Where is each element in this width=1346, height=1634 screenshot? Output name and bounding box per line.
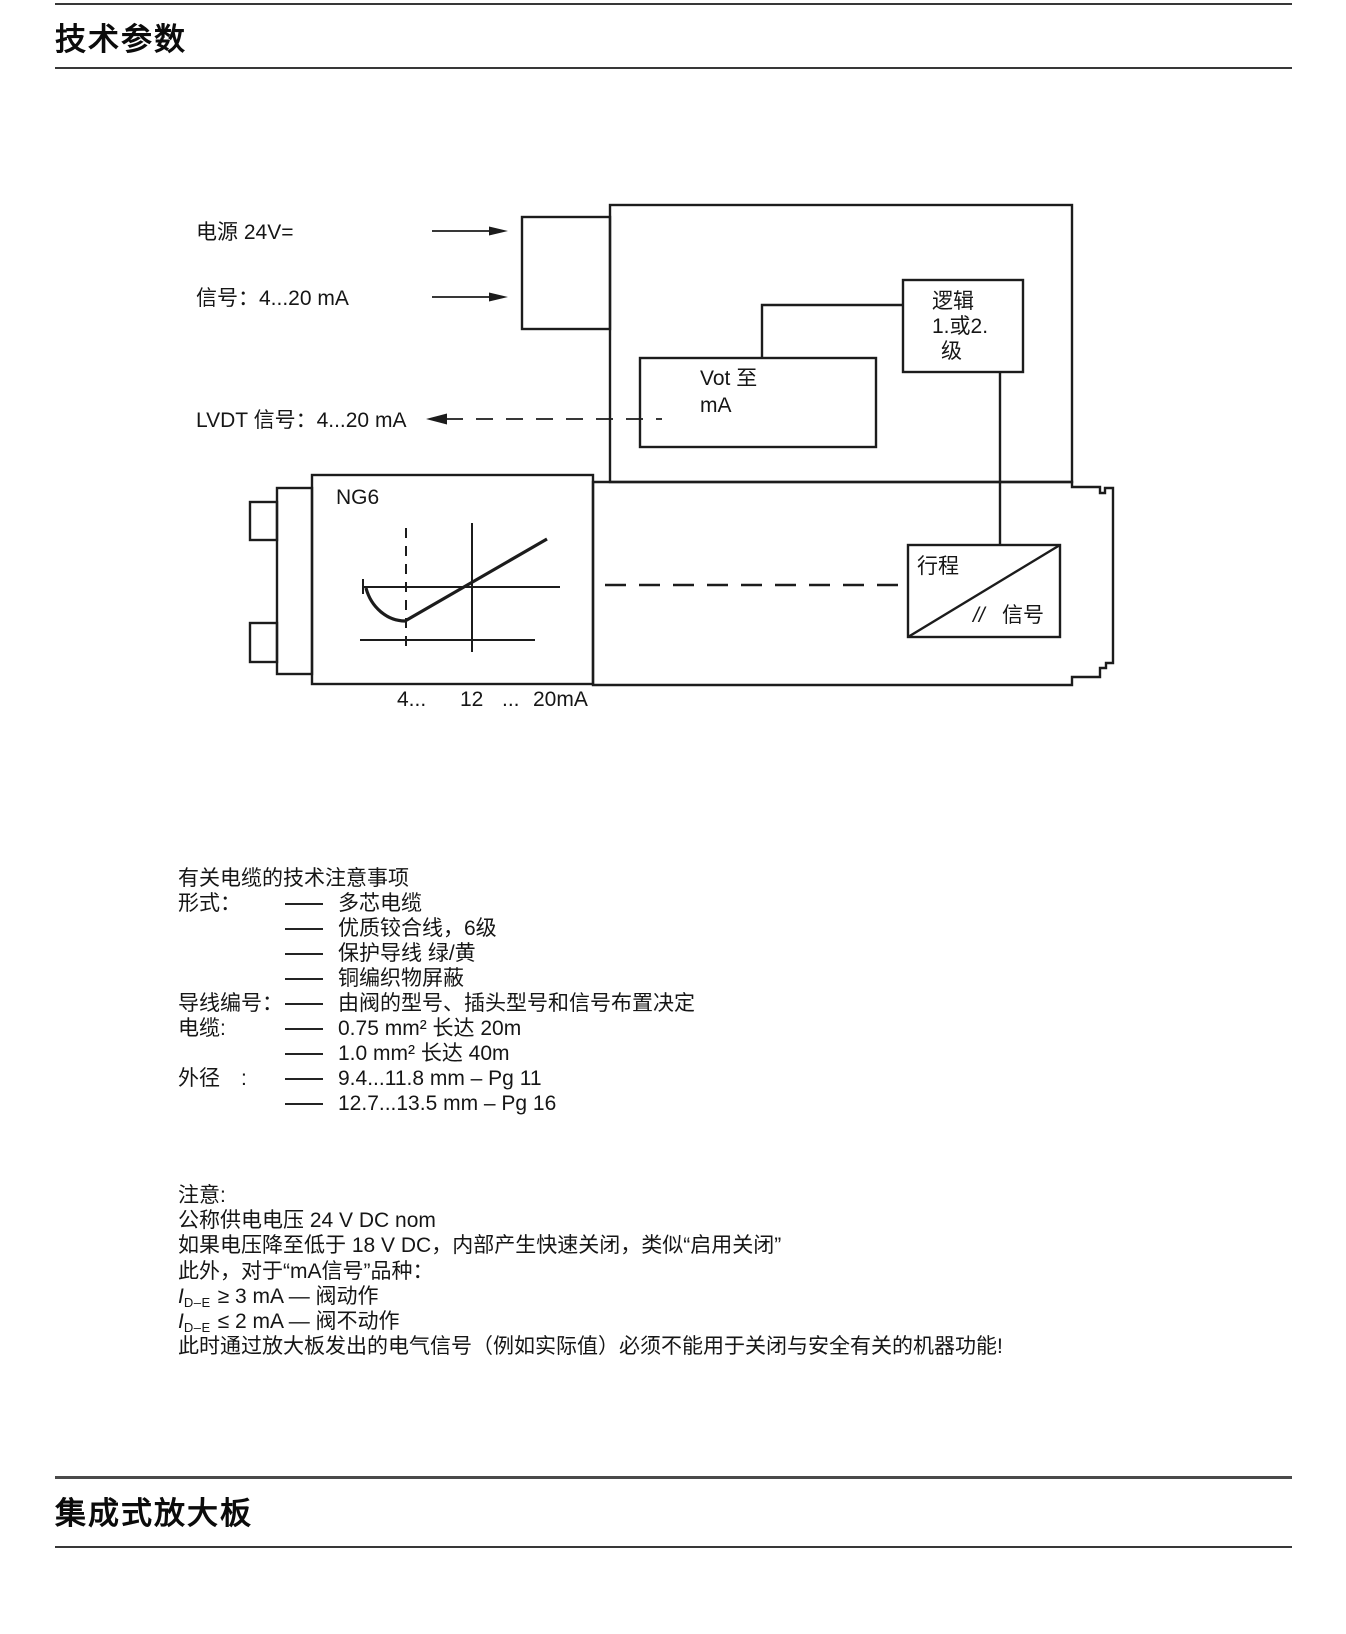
signal-label: 信号：4...20 mA	[196, 287, 349, 310]
logic-link-line	[760, 303, 903, 358]
double-slash-symbol: //	[971, 604, 987, 627]
axis-tick-20ma: 20mA	[533, 688, 588, 711]
amplifier-box	[608, 203, 1074, 484]
vot-to-ma-box	[638, 356, 878, 449]
power-label: 电源 24V=	[196, 221, 293, 244]
cable-row-value: 由阀的型号、插头型号和信号布置决定	[338, 992, 695, 1015]
dash-line	[285, 1027, 323, 1030]
cable-row-value: 保护导线 绿/黄	[338, 942, 476, 965]
dash-line	[285, 902, 323, 905]
cable-row-label: 形式：	[178, 892, 241, 915]
note-line: 此时通过放大板发出的电气信号（例如实际值）必须不能用于关闭与安全有关的机器功能!	[178, 1335, 1003, 1359]
cable-row-label: 外径 :	[178, 1067, 247, 1090]
cable-row-value: 9.4...11.8 mm – Pg 11	[338, 1067, 542, 1090]
current-threshold-line: ID–E ≤ 2 mA — 阀不动作	[178, 1309, 1003, 1335]
cable-row: 优质铰合线，6级	[178, 916, 695, 941]
dash-line	[285, 977, 323, 980]
dash-line	[285, 1102, 323, 1105]
cable-row: 电缆: 0.75 mm² 长达 20m	[178, 1016, 695, 1041]
cable-row-value: 多芯电缆	[338, 892, 422, 915]
axis-tick-4: 4...	[397, 688, 426, 711]
connector-pin-top	[248, 500, 279, 542]
axis-tick-12: 12	[460, 688, 483, 711]
power-arrow-head	[489, 226, 508, 236]
note-line: 如果电压降至低于 18 V DC，内部产生快速关闭，类似“启用关闭”	[178, 1234, 782, 1258]
lvdt-label: LVDT 信号：4...20 mA	[196, 409, 406, 432]
connector-strip	[275, 486, 314, 676]
cable-row: 形式： 多芯电缆	[178, 891, 695, 916]
plug-box	[520, 215, 612, 331]
threshold-text: ≥ 3 mA — 阀动作	[217, 1284, 379, 1308]
current-symbol: I	[178, 1284, 184, 1308]
current-symbol: I	[178, 1309, 184, 1333]
cable-row-value: 1.0 mm² 长达 40m	[338, 1042, 510, 1065]
cable-row: 铜编织物屏蔽	[178, 966, 695, 991]
current-subscript: D–E	[183, 1294, 211, 1310]
cable-notes-heading: 有关电缆的技术注意事项	[178, 867, 409, 890]
signal-arrow-head	[489, 292, 508, 302]
connector-pin-bottom	[248, 621, 279, 664]
vot-box-line1: Vot 至	[700, 367, 757, 390]
top-rule	[55, 3, 1292, 5]
block-diagram: 电源 24V= 信号：4...20 mA LVDT 信号：4...20 mA N…	[196, 203, 1115, 711]
bottom-section-rule	[55, 1476, 1292, 1479]
cable-row: 导线编号： 由阀的型号、插头型号和信号布置决定	[178, 991, 695, 1016]
current-threshold-line: ID–E ≥ 3 mA — 阀动作	[178, 1284, 1003, 1310]
title-underline	[55, 67, 1292, 69]
cable-row-value: 12.7...13.5 mm – Pg 16	[338, 1092, 557, 1115]
cable-row-label: 电缆:	[178, 1017, 226, 1040]
cable-row-value: 0.75 mm² 长达 20m	[338, 1017, 522, 1040]
dash-line	[285, 952, 323, 955]
stroke-signal-label: 信号	[1002, 604, 1044, 627]
logic-box-line2: 1.或2.	[932, 315, 988, 338]
stroke-label: 行程	[917, 555, 959, 578]
bottom-section-title: 集成式放大板	[55, 1496, 253, 1531]
current-subscript: D–E	[183, 1319, 211, 1335]
ng6-label: NG6	[336, 486, 379, 509]
lvdt-arrow-head	[426, 413, 447, 425]
note-line: 公称供电电压 24 V DC nom	[178, 1209, 436, 1233]
cable-notes-section: 有关电缆的技术注意事项 形式： 多芯电缆 优质铰合线，6级 保护导线 绿/黄 铜…	[178, 866, 695, 1116]
cable-row: 12.7...13.5 mm – Pg 16	[178, 1091, 695, 1116]
note-line: 此外，对于“mA信号”品种：	[178, 1259, 434, 1283]
cable-row: 1.0 mm² 长达 40m	[178, 1041, 695, 1066]
characteristic-curve	[360, 523, 560, 652]
dash-line	[285, 927, 323, 930]
dash-line	[285, 1077, 323, 1080]
vot-box-line2: mA	[700, 394, 732, 417]
logic-box	[901, 278, 1025, 374]
cable-row-value: 铜编织物屏蔽	[338, 967, 464, 990]
axis-tick-dots: ...	[502, 688, 520, 711]
stroke-signal-box	[906, 543, 1062, 639]
bottom-underline	[55, 1546, 1292, 1548]
cable-row: 保护导线 绿/黄	[178, 941, 695, 966]
stroke-box-diagonal	[907, 543, 1061, 639]
cable-row: 外径 : 9.4...11.8 mm – Pg 11	[178, 1066, 695, 1091]
cable-row-label: 导线编号：	[178, 992, 283, 1015]
page-title: 技术参数	[55, 22, 187, 57]
dash-line	[285, 1002, 323, 1005]
notes-section: 注意: 公称供电电压 24 V DC nom 如果电压降至低于 18 V DC，…	[178, 1183, 1003, 1359]
dash-line	[285, 1052, 323, 1055]
threshold-text: ≤ 2 mA — 阀不动作	[217, 1309, 400, 1333]
curve-path	[364, 537, 548, 623]
logic-box-line3: 级	[941, 340, 962, 363]
notes-heading: 注意:	[178, 1184, 226, 1207]
logic-box-line1: 逻辑	[932, 290, 974, 313]
valve-body-outline	[591, 480, 1115, 687]
cable-row-value: 优质铰合线，6级	[338, 917, 497, 940]
